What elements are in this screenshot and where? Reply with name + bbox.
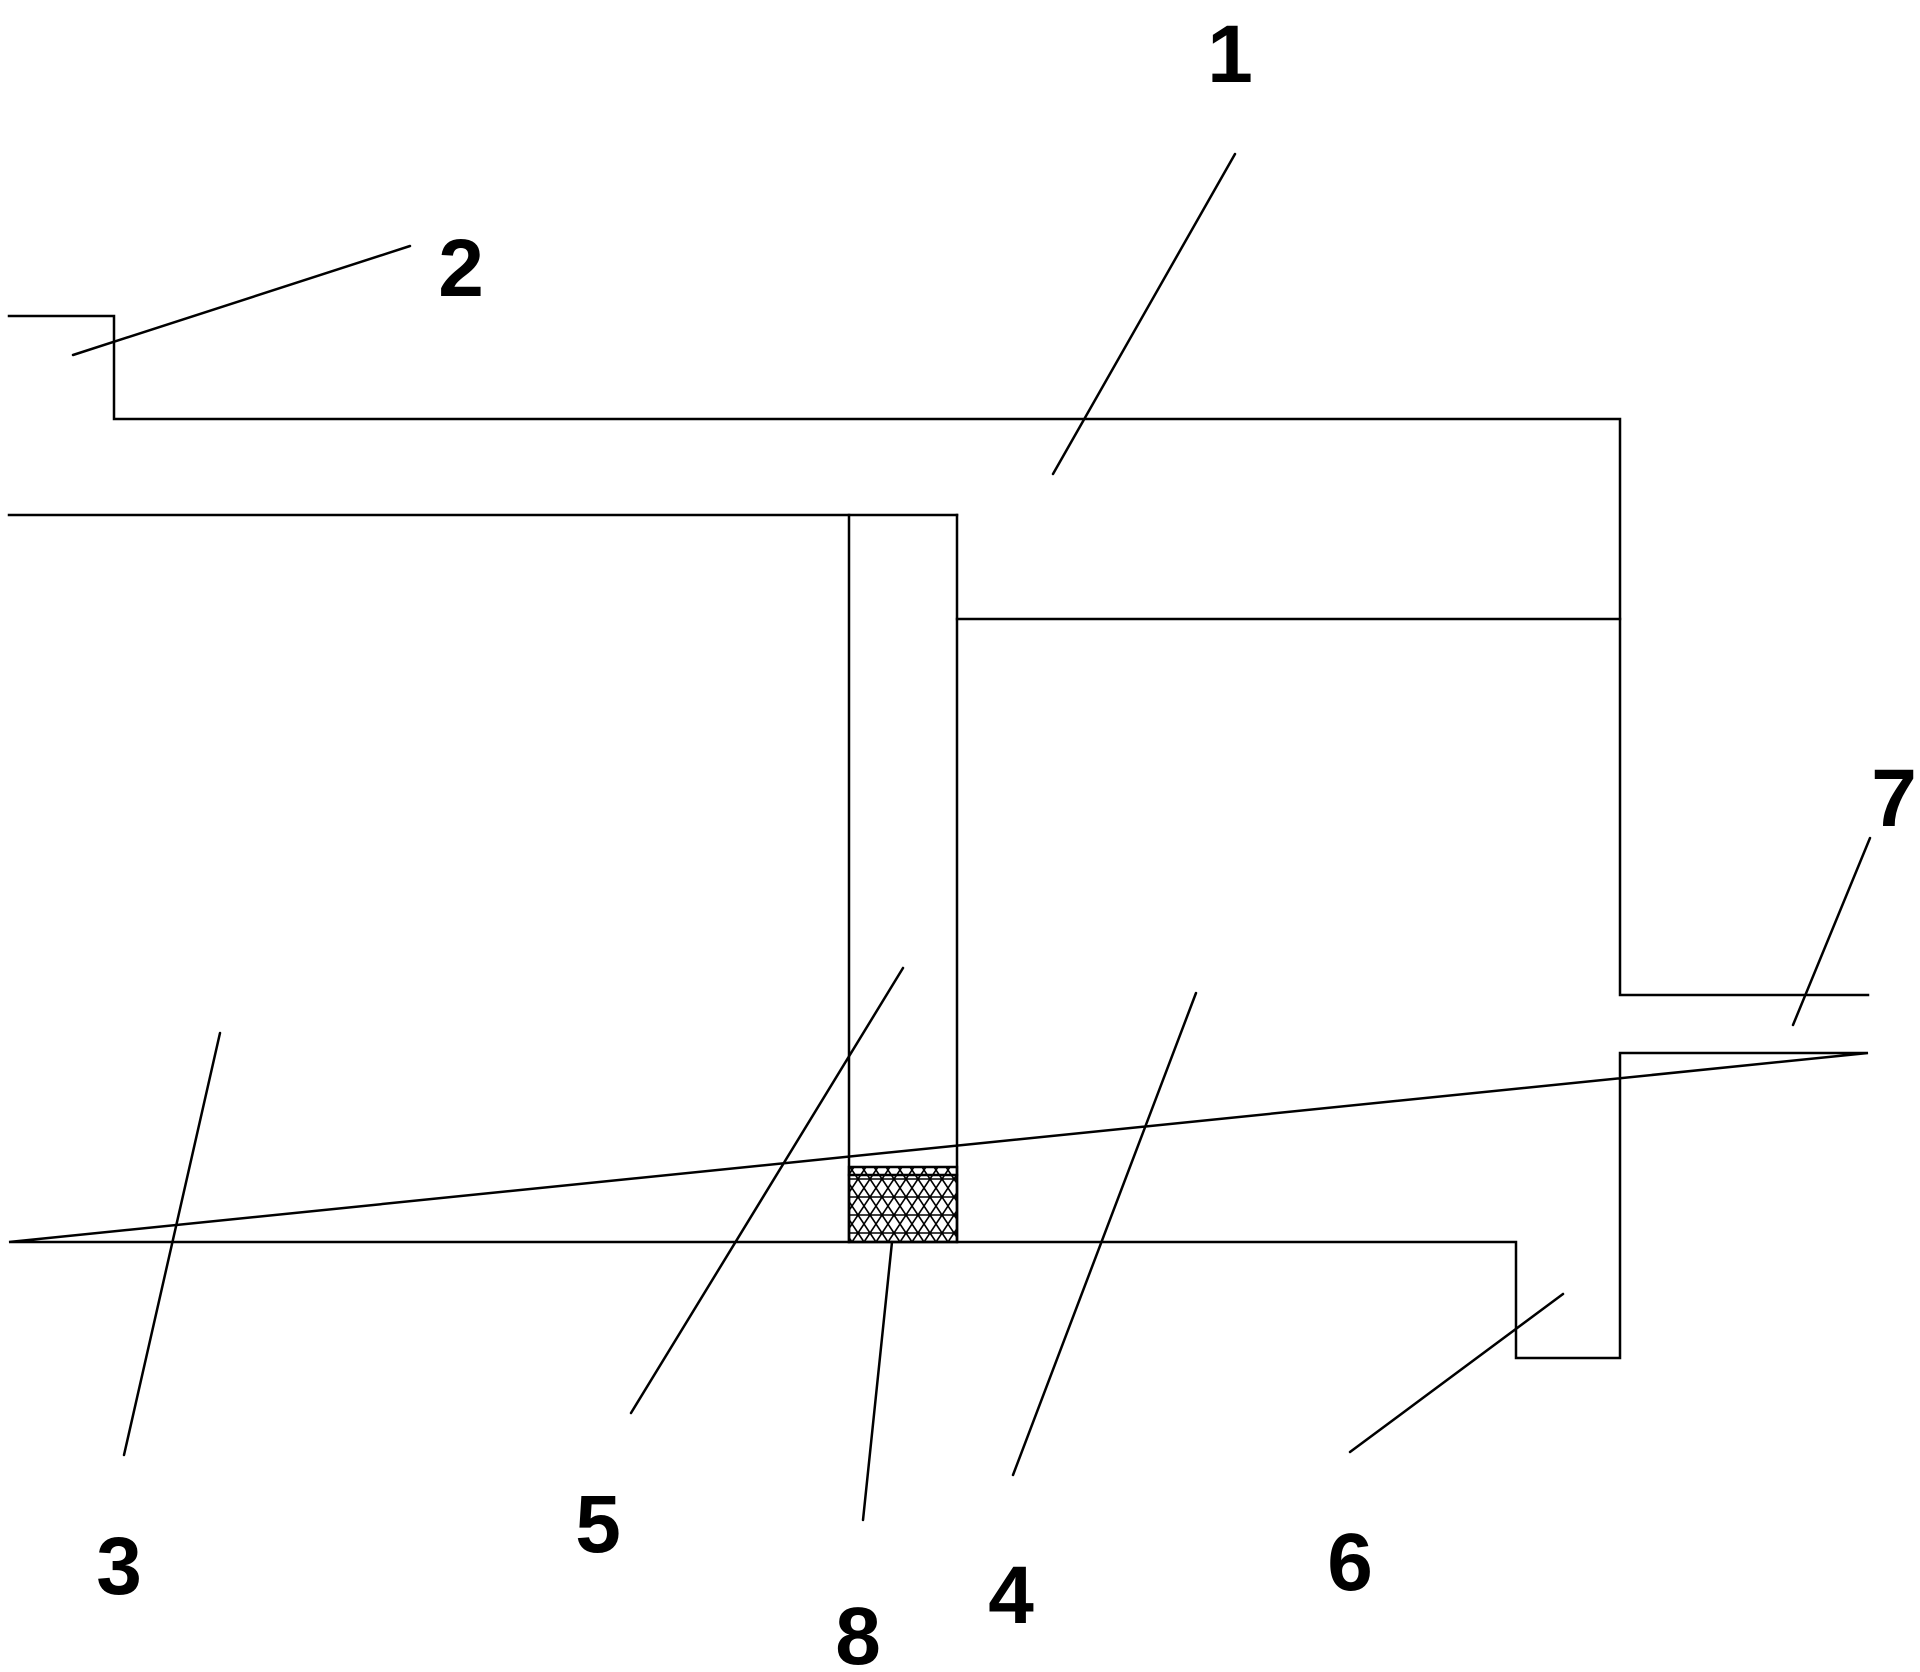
label-3: 3 [96,1521,142,1612]
leader-line-7 [1791,836,1872,1027]
label-8: 8 [835,1591,881,1672]
label-2: 2 [438,223,484,314]
label-7: 7 [1871,753,1917,844]
label-1: 1 [1207,9,1253,100]
leader-line-8 [861,1240,894,1522]
leader-line-4 [1011,991,1198,1477]
leader-line-5 [629,966,905,1415]
label-6: 6 [1327,1517,1373,1608]
leader-line-1 [1051,152,1237,476]
leader-line-2 [71,244,412,357]
leader-line-3 [122,1031,222,1457]
leader-line-6 [1348,1292,1565,1454]
label-4: 4 [988,1550,1034,1641]
filter-part-8 [847,1165,959,1244]
label-5: 5 [575,1479,621,1570]
column-part-5 [847,513,959,1244]
housing-outline [7,314,1870,1360]
